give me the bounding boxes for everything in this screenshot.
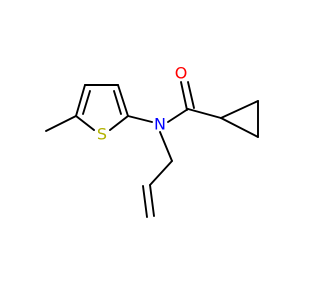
nitrogen-atom-label: N (154, 115, 166, 134)
background (0, 0, 300, 300)
bond-carbonyl-cyclopropyl (187, 108, 222, 119)
bond-c3-c2 (117, 84, 129, 117)
bond-ch-ch2-2 (142, 185, 148, 218)
bond-c5-c4-inner (82, 90, 91, 115)
bond-carbonyl-o-2 (187, 81, 195, 109)
bond-methyl-c5 (45, 115, 77, 132)
bond-ch2-ch (149, 160, 173, 186)
bond-c3-c2-inner (113, 90, 122, 115)
bond-c5-c4 (75, 84, 86, 117)
bond-n-carbonyl (167, 108, 189, 123)
bond-s-c5 (75, 115, 95, 131)
bond-cp1-cp2 (220, 100, 259, 119)
oxygen-atom-label: O (175, 64, 188, 83)
bond-c2-n (127, 115, 153, 123)
bond-n-ch2 (159, 131, 173, 162)
bond-ch-ch2-1 (149, 184, 155, 217)
bond-cp3-cp1 (220, 117, 259, 138)
bond-c2-s (109, 115, 129, 131)
bond-carbonyl-o-1 (180, 81, 188, 111)
molecule-structure: O N S (0, 0, 300, 300)
sulfur-atom-label: S (97, 125, 107, 144)
